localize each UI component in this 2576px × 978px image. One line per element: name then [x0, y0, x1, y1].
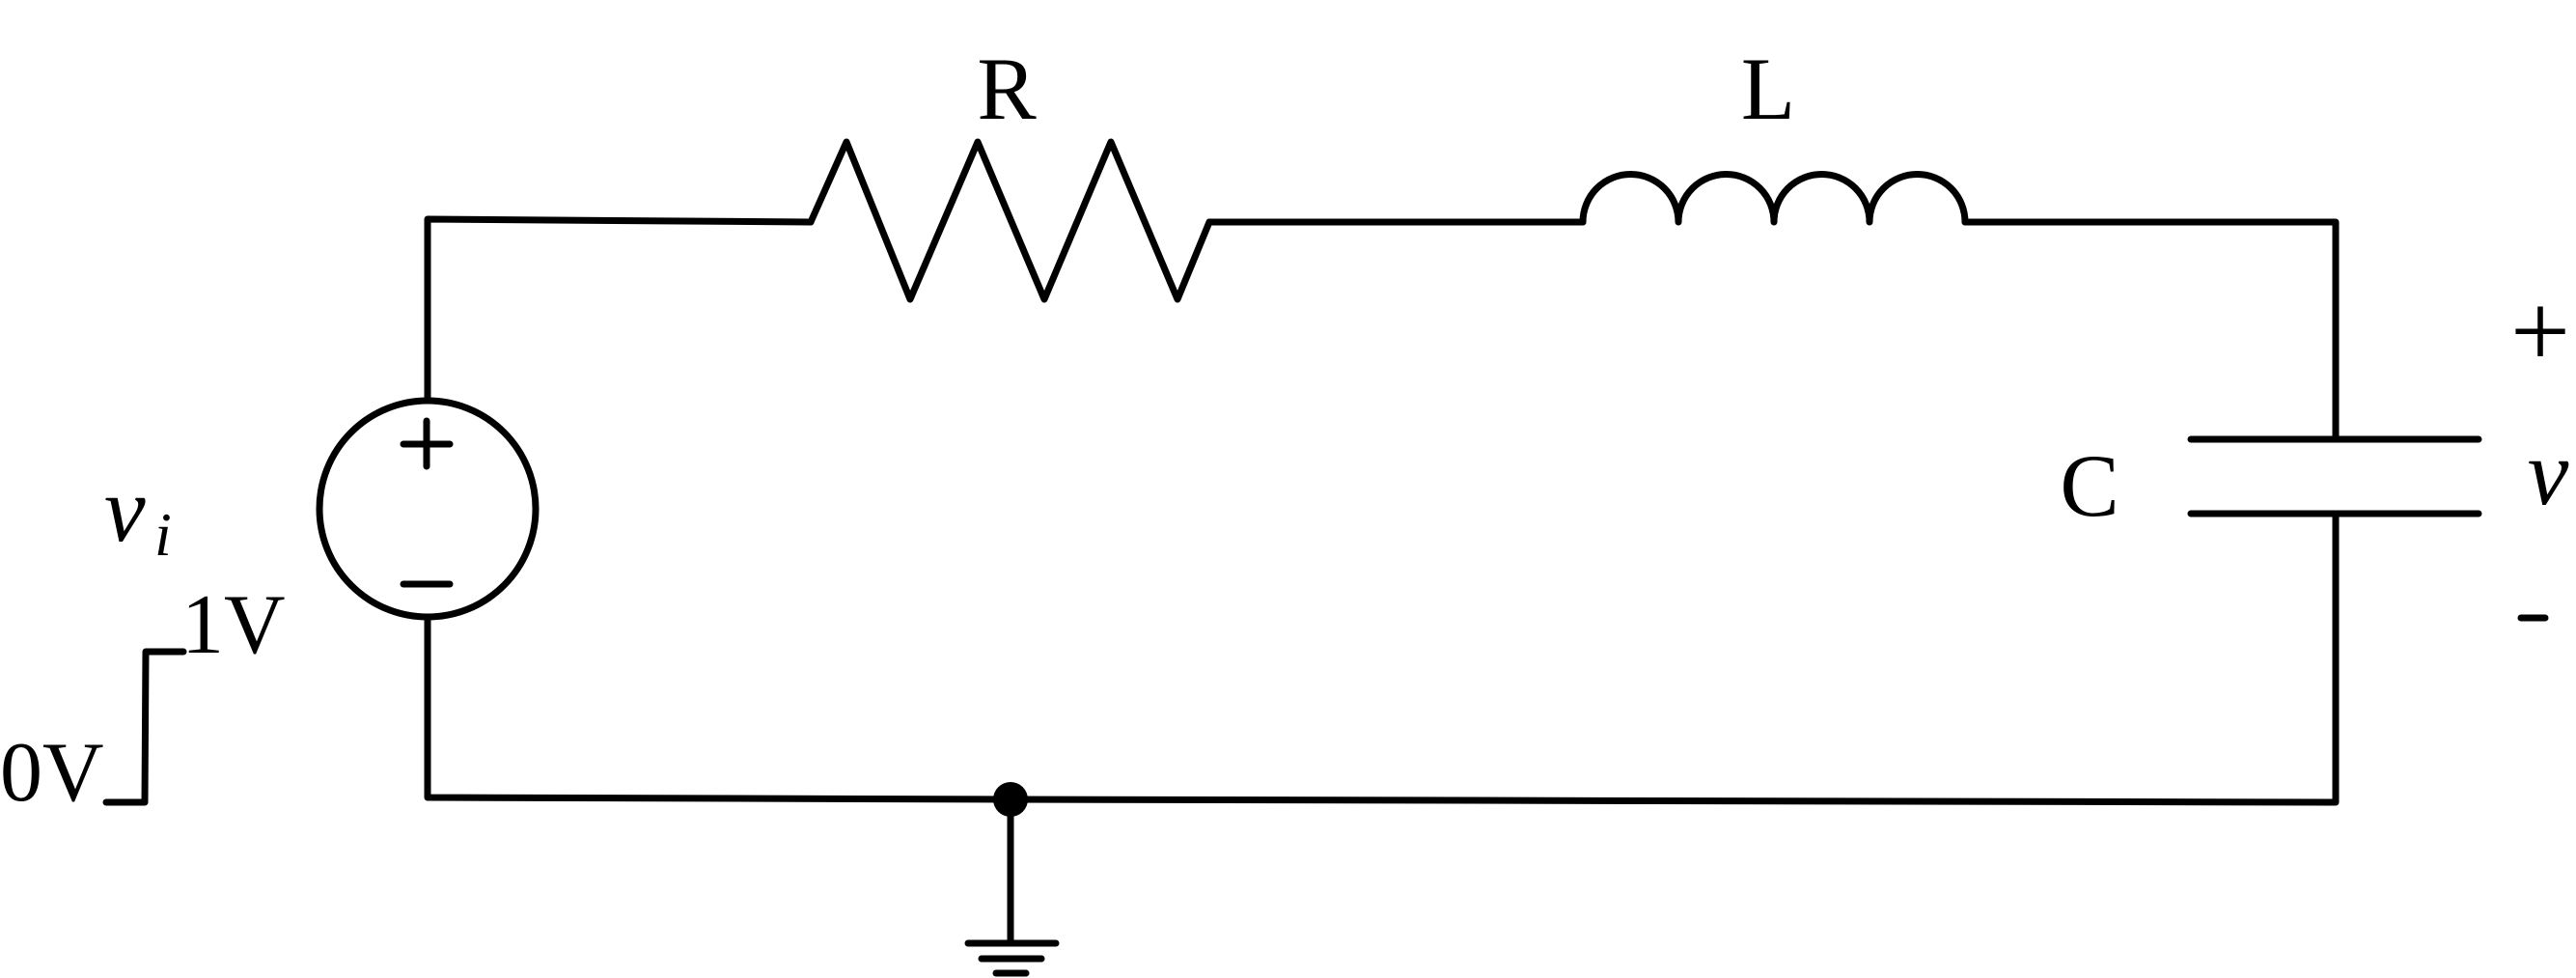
step-low-label: 0V [0, 726, 104, 820]
output-plus-sign: + [2510, 272, 2570, 390]
capacitor-label: C [2060, 436, 2119, 535]
wire-capacitor-to-ground [1007, 512, 2340, 806]
ground-symbol [964, 782, 1060, 977]
wire-inductor-to-capacitor [1961, 218, 2340, 443]
source-voltage-subscript: i [154, 500, 172, 569]
inductor-symbol [1579, 171, 1969, 226]
step-waveform [102, 648, 187, 806]
resistor-label: R [977, 40, 1037, 138]
inductor-label: L [1741, 40, 1795, 138]
wires [424, 215, 2340, 806]
capacitor-symbol [2187, 435, 2482, 517]
source-voltage-label: v [104, 458, 146, 561]
voltage-source [316, 397, 540, 621]
wire-source-to-resistor [424, 215, 815, 402]
output-voltage-label: v [2528, 421, 2569, 524]
voltage-source-circle [316, 397, 540, 621]
resistor-symbol [807, 138, 1213, 303]
wire-ground-to-source [424, 616, 1014, 803]
step-high-label: 1V [181, 578, 286, 672]
